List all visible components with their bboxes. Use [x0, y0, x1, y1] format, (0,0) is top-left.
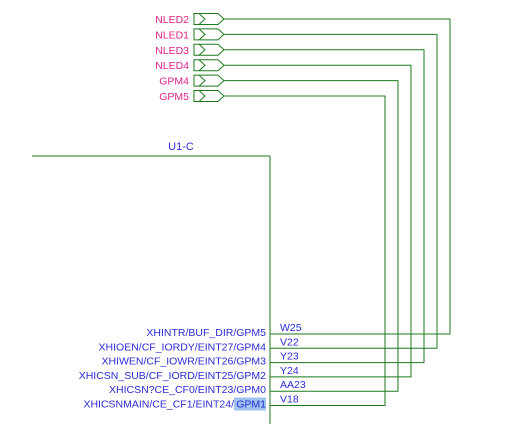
pin-name: XHICSNMAIN/CE_CF1/EINT24/: [83, 399, 234, 411]
pin-number-w25: W25: [280, 322, 302, 334]
port-symbol-nled4: [193, 59, 225, 72]
pin-number-y24: Y24: [280, 365, 299, 377]
port-symbol-nled1: [193, 28, 225, 41]
wire-nled4: [224, 64, 412, 378]
component-reference: U1-C: [168, 141, 194, 153]
pin-name-highlight: GPM1: [236, 399, 266, 411]
pin-name: XHINTR/BUF_DIR/GPM5: [146, 327, 266, 339]
wire-gpm5: [224, 95, 386, 406]
port-symbol-nled3: [193, 43, 225, 56]
pin-name: XHIWEN/CF_IOWR/EINT26/GPM3: [101, 356, 266, 368]
net-label-gpm4: GPM4: [159, 76, 189, 88]
port-chevron-nled1: [198, 28, 206, 41]
port-symbol-gpm4: [193, 74, 225, 87]
net-label-nled2: NLED2: [155, 14, 189, 26]
port-chevron-nled4: [198, 59, 206, 72]
pin-name: XHICSN_SUB/CF_IORD/EINT25/GPM2: [79, 370, 266, 382]
wire-group: [224, 18, 451, 406]
net-label-nled4: NLED4: [155, 60, 189, 72]
net-label-nled3: NLED3: [155, 45, 189, 57]
pin-number-v18: V18: [280, 394, 299, 406]
wire-nled3: [224, 49, 425, 364]
port-chevron-gpm4: [198, 74, 206, 87]
pin-name: XHIOEN/CF_IORDY/EINT27/GPM4: [99, 341, 267, 353]
pin-number-aa23: AA23: [280, 379, 306, 391]
port-symbol-nled2: [193, 13, 225, 25]
component-u1c: U1-C: [32, 141, 271, 424]
wire-nled1: [224, 33, 438, 349]
wire-nled2: [224, 18, 451, 335]
port-chevron-gpm5: [198, 90, 206, 102]
net-label-gpm5: GPM5: [159, 91, 189, 103]
wire-gpm4: [224, 80, 399, 392]
pin-number-y23: Y23: [280, 351, 299, 363]
port-chevron-nled3: [198, 43, 206, 56]
port-symbol-gpm5: [193, 90, 225, 102]
net-label-nled1: NLED1: [155, 29, 189, 41]
pin-number-v22: V22: [280, 336, 299, 348]
pin-name: XHICSN?CE_CF0/EINT23/GPM0: [109, 384, 266, 396]
port-chevron-nled2: [198, 13, 206, 25]
pin-highlight: [234, 397, 266, 411]
